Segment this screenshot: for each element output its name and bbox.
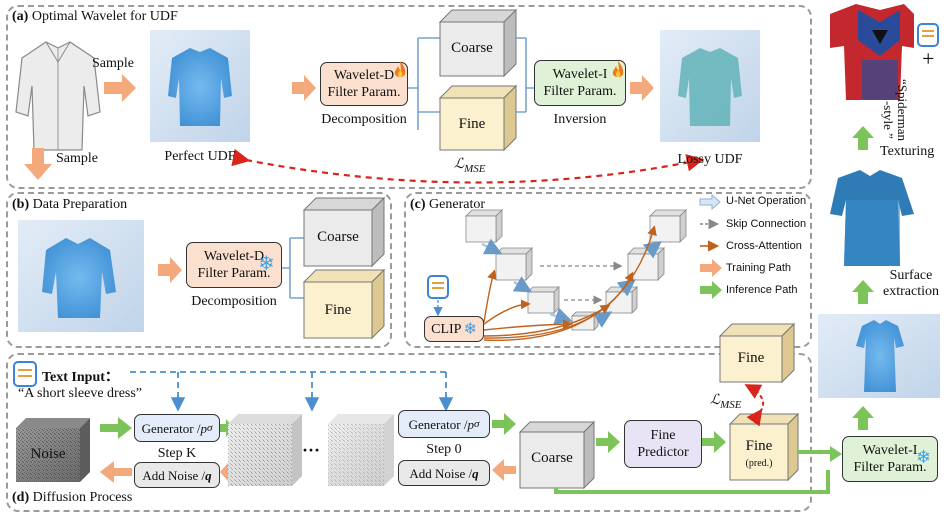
- panel-c: [404, 192, 812, 348]
- coarse-label-a: Coarse: [451, 40, 493, 56]
- arrow-to-lossy-udf: [630, 75, 654, 101]
- ellipsis-label: ···: [302, 440, 321, 460]
- perfect-udf-volume: [150, 30, 250, 142]
- legend-skip-connection: Skip Connection: [726, 218, 807, 230]
- sample-label-down: Sample: [56, 151, 98, 166]
- mse-label-a: ℒMSE: [454, 157, 486, 175]
- text-document-icon-right: [917, 23, 939, 47]
- fine-top-label-d: Fine: [737, 350, 765, 366]
- training-arrow-1: [100, 461, 132, 483]
- skip-connections: [540, 261, 623, 305]
- arrow-to-wavelet-d-a: [292, 75, 316, 101]
- text-document-icon-c: [427, 275, 449, 299]
- text-input-label: Text Input：: [42, 370, 119, 385]
- plus-sign: +: [922, 46, 935, 71]
- texturing-arrow: [852, 126, 874, 150]
- fire-icon-a2: [610, 60, 626, 80]
- sample-down-arrow: [24, 148, 52, 180]
- cross-attention-lines: [483, 225, 657, 341]
- decomposition-label-a: Decomposition: [321, 112, 407, 127]
- surface-extraction-arrow: [852, 280, 874, 304]
- lossy-udf-volume: [660, 30, 760, 142]
- inversion-label-a: Inversion: [553, 112, 607, 127]
- inference-arrow-5: [702, 431, 726, 453]
- snowflake-icon-c: ❄: [463, 320, 477, 338]
- noise-label: Noise: [30, 446, 66, 462]
- noisy-cube-2: [328, 414, 394, 486]
- inference-arrow-1: [100, 417, 132, 439]
- textured-garment: [830, 4, 914, 100]
- legend-inference-path: Inference Path: [726, 284, 798, 296]
- inference-path-coarse-to-wavelet: [554, 470, 830, 494]
- wavelet-to-udf-arrow: [852, 406, 874, 430]
- fine-label-b: Fine: [324, 302, 352, 318]
- coarse-cube-b: [302, 196, 386, 268]
- panel-c-title: (c) Generator: [410, 197, 486, 212]
- panel-d-title: (d) Diffusion Process: [12, 490, 133, 505]
- arrow-to-wavelet-d-b: [158, 257, 182, 283]
- mse-label-d: ℒMSE: [710, 393, 742, 411]
- legend-icons: [699, 193, 722, 299]
- training-arrow-3: [492, 459, 516, 481]
- panel-a-title: (a) Optimal Wavelet for UDF: [12, 9, 178, 24]
- noisy-cube-1: [228, 414, 302, 486]
- legend-cross-attention: Cross-Attention: [726, 240, 802, 252]
- fine-cube-top-d: [718, 322, 796, 384]
- noise-cube: [16, 418, 90, 482]
- fine-cube-a: [438, 84, 518, 152]
- text-input-value: “A short sleeve dress”: [18, 386, 143, 401]
- decomposition-label-b: Decomposition: [191, 294, 277, 309]
- coarse-label-d: Coarse: [531, 450, 573, 466]
- udf-volume-right: [818, 314, 940, 398]
- white-shirt-icon: [15, 41, 101, 151]
- panel-a: [6, 5, 812, 189]
- panel-b-title: (b) Data Preparation: [12, 197, 128, 212]
- fine-label-a: Fine: [458, 116, 486, 132]
- unet-encoder: [465, 209, 687, 331]
- text-condition-lines: [130, 371, 454, 412]
- lossy-udf-label: Lossy UDF: [677, 152, 743, 167]
- add-noise-box-0: Add Noise / q: [398, 460, 490, 486]
- udf-volume-b: [18, 220, 144, 332]
- inference-arrow-3: [492, 413, 516, 435]
- training-arrow-2: [220, 463, 234, 481]
- mse-loss-curve-a: [231, 148, 705, 184]
- texturing-label: Texturing: [880, 144, 935, 159]
- snowflake-icon-b: ❄: [258, 253, 275, 275]
- perfect-udf-label: Perfect UDF: [164, 149, 236, 164]
- clip-box: CLIP❄: [424, 316, 484, 342]
- mse-loss-curve-d: [744, 384, 764, 427]
- fire-icon-a1: [392, 60, 408, 80]
- coarse-label-b: Coarse: [317, 229, 359, 245]
- legend-unet-operation: U-Net Operation: [726, 195, 807, 207]
- step-0-label: Step 0: [426, 442, 462, 457]
- legend-training-path: Training Path: [726, 262, 792, 274]
- inference-arrow-4: [596, 431, 620, 453]
- panel-b: [6, 192, 392, 348]
- fine-pred-sub-label: (pred.): [745, 458, 773, 469]
- snowflake-icon-d: ❄: [916, 447, 932, 467]
- coarse-cube-d: [518, 420, 596, 490]
- text-document-icon-d: [13, 361, 37, 387]
- step-k-label: Step K: [157, 446, 197, 461]
- panel-d: [6, 353, 812, 512]
- sample-right-arrow: [104, 74, 136, 102]
- prompt-vertical-text: “Spiderman -style ”: [881, 78, 911, 142]
- sample-label-right: Sample: [92, 56, 134, 71]
- add-noise-box-k: Add Noise / q: [134, 462, 220, 488]
- fine-cube-b: [302, 268, 386, 340]
- fine-pred-label-d: Fine: [745, 438, 773, 454]
- mesh-garment: [830, 170, 914, 266]
- inference-arrow-2: [220, 419, 234, 437]
- coarse-cube-a: [438, 8, 518, 78]
